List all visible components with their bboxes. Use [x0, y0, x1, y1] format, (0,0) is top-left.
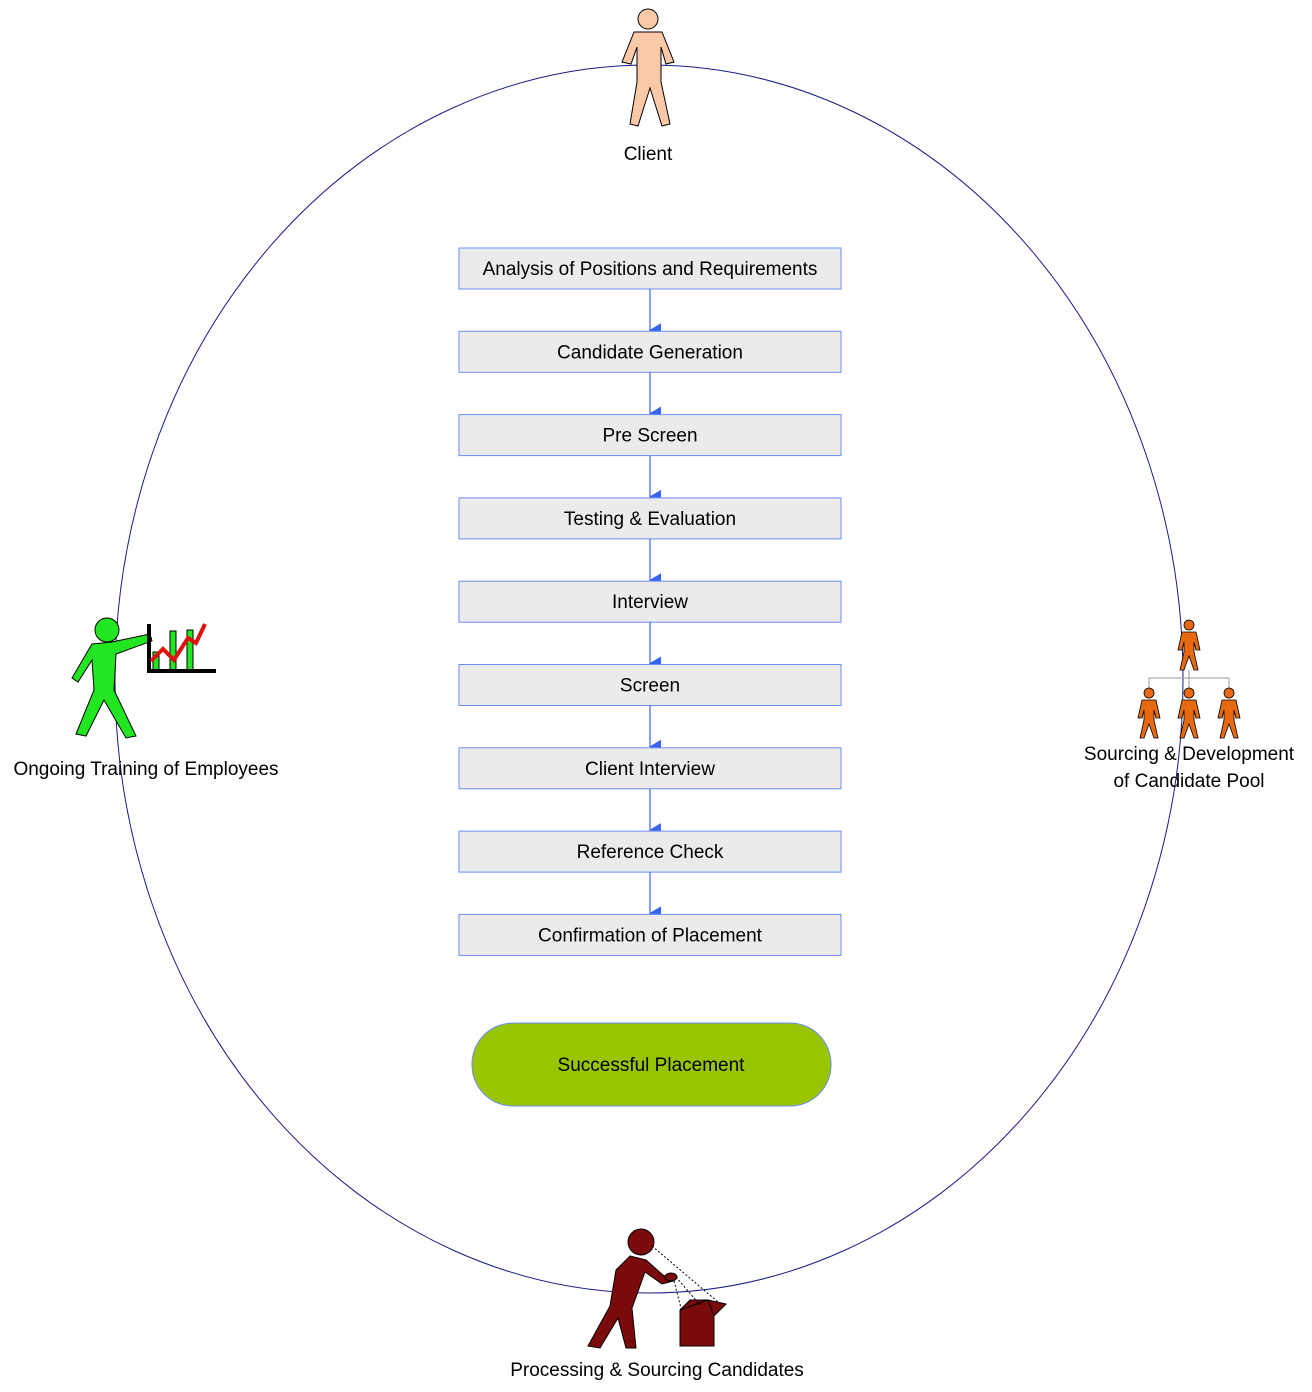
step-label: Client Interview [585, 759, 715, 780]
sourcing-actor: Sourcing & Development of Candidate Pool [1084, 619, 1295, 792]
client-person-icon [621, 8, 675, 127]
step-label: Pre Screen [602, 426, 697, 447]
processing-actor: Processing & Sourcing Candidates [510, 1228, 804, 1381]
successful-placement-node: Successful Placement [471, 1022, 832, 1107]
chart-trend-line [149, 623, 207, 664]
step-label: Analysis of Positions and Requirements [483, 259, 818, 280]
process-step: Candidate Generation [458, 330, 842, 373]
sourcing-label-line-1: Sourcing & Development [1084, 744, 1295, 765]
org-chart-people-icon [1137, 619, 1241, 739]
step-box [458, 747, 842, 790]
step-box [458, 830, 842, 873]
step-label: Screen [620, 676, 680, 697]
training-actor: Ongoing Training of Employees [13, 617, 279, 780]
process-step: Reference Check [458, 830, 842, 873]
process-steps: Analysis of Positions and RequirementsCa… [458, 247, 842, 956]
step-box [458, 580, 842, 623]
presenter-with-chart-icon [71, 617, 216, 739]
step-label: Interview [612, 592, 688, 613]
step-label: Confirmation of Placement [538, 925, 763, 946]
step-box [458, 913, 842, 956]
process-step: Testing & Evaluation [458, 497, 842, 540]
process-step: Pre Screen [458, 414, 842, 457]
step-box [458, 330, 842, 373]
process-step: Analysis of Positions and Requirements [458, 247, 842, 290]
person-inspecting-box-icon [587, 1228, 727, 1349]
chart-axes [147, 624, 216, 673]
step-box [458, 414, 842, 457]
client-actor: Client [621, 8, 675, 165]
processing-label: Processing & Sourcing Candidates [510, 1360, 804, 1381]
step-label: Testing & Evaluation [564, 509, 736, 530]
step-label: Candidate Generation [557, 342, 743, 363]
process-step: Confirmation of Placement [458, 913, 842, 956]
successful-placement-label: Successful Placement [558, 1055, 746, 1076]
sourcing-label-line-2: of Candidate Pool [1113, 771, 1264, 792]
step-box [458, 664, 842, 706]
client-label: Client [624, 144, 673, 165]
training-label: Ongoing Training of Employees [13, 759, 278, 780]
step-box [458, 497, 842, 540]
process-step: Screen [458, 664, 842, 706]
process-step: Interview [458, 580, 842, 623]
step-label: Reference Check [577, 842, 724, 863]
process-step: Client Interview [458, 747, 842, 790]
